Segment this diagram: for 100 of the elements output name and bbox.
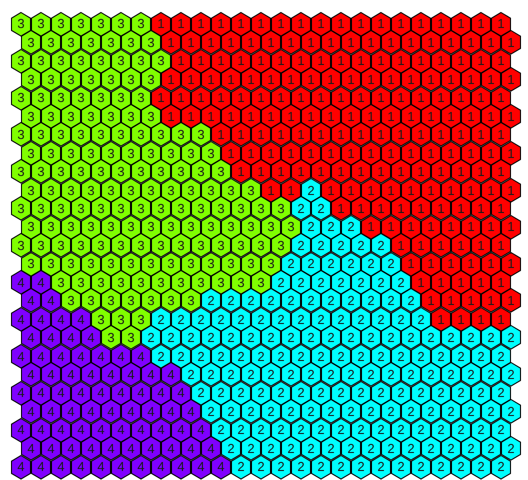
cell-number: 3 (67, 294, 75, 308)
cell-number: 1 (357, 202, 365, 215)
cell-number: 1 (367, 72, 375, 86)
cell-number: 1 (437, 312, 445, 326)
cell-number: 3 (47, 257, 55, 270)
cell-number: 1 (227, 72, 235, 86)
cell-number: 3 (197, 276, 205, 289)
cell-number: 4 (97, 460, 105, 474)
cell-number: 3 (47, 220, 55, 234)
cell-number: 2 (347, 294, 355, 308)
cell-number: 3 (147, 220, 155, 234)
cell-number: 2 (387, 368, 395, 382)
cell-number: 2 (367, 331, 375, 344)
cell-number: 2 (287, 331, 295, 344)
cell-number: 1 (507, 110, 515, 123)
cell-number: 1 (337, 202, 345, 215)
cell-number: 1 (387, 36, 395, 49)
cell-number: 3 (87, 294, 95, 308)
cell-number: 2 (237, 312, 245, 326)
cell-number: 2 (427, 368, 435, 382)
cell-number: 2 (387, 257, 395, 270)
cell-number: 2 (467, 331, 475, 344)
cell-number: 4 (17, 350, 25, 363)
cell-number: 1 (357, 54, 365, 68)
cell-number: 1 (257, 165, 265, 178)
cell-number: 3 (137, 312, 145, 326)
cell-number: 2 (407, 404, 415, 418)
cell-number: 2 (257, 350, 265, 363)
cell-number: 2 (217, 423, 225, 436)
cell-number: 2 (297, 202, 305, 215)
cell-number: 4 (67, 368, 75, 382)
cell-number: 2 (207, 331, 215, 344)
cell-number: 1 (497, 312, 505, 326)
cell-number: 4 (17, 423, 25, 436)
cell-number: 3 (17, 238, 25, 252)
cell-number: 3 (127, 146, 135, 160)
cell-number: 1 (217, 91, 225, 104)
cell-number: 2 (307, 368, 315, 382)
cell-number: 2 (227, 404, 235, 418)
cell-number: 4 (187, 404, 195, 418)
cell-number: 1 (297, 54, 305, 68)
cell-number: 2 (347, 257, 355, 270)
cell-number: 1 (477, 276, 485, 289)
cell-number: 3 (77, 128, 85, 142)
cell-number: 3 (67, 36, 75, 49)
cell-number: 2 (337, 312, 345, 326)
cell-number: 1 (417, 238, 425, 252)
cell-number: 1 (287, 146, 295, 160)
cell-number: 1 (417, 128, 425, 142)
cell-number: 2 (317, 312, 325, 326)
cell-number: 1 (297, 128, 305, 142)
cell-number: 3 (137, 276, 145, 289)
cell-number: 1 (507, 146, 515, 160)
cell-number: 2 (297, 350, 305, 363)
cell-number: 2 (317, 423, 325, 436)
cell-number: 1 (437, 91, 445, 104)
cell-number: 3 (237, 238, 245, 252)
cell-number: 2 (227, 442, 235, 455)
cell-number: 3 (107, 220, 115, 234)
cell-number: 4 (37, 312, 45, 326)
cell-number: 3 (247, 257, 255, 270)
cell-number: 3 (157, 238, 165, 252)
cell-number: 1 (397, 91, 405, 104)
cell-number: 2 (497, 386, 505, 400)
cell-number: 3 (117, 238, 125, 252)
cell-number: 2 (287, 442, 295, 455)
cell-number: 2 (487, 404, 495, 418)
cell-number: 1 (267, 146, 275, 160)
cell-number: 1 (447, 184, 455, 197)
cell-number: 3 (127, 184, 135, 197)
cell-number: 3 (147, 294, 155, 308)
cell-number: 2 (147, 331, 155, 344)
cell-number: 1 (267, 72, 275, 86)
cell-number: 2 (327, 442, 335, 455)
cell-number: 3 (217, 276, 225, 289)
cell-number: 2 (197, 312, 205, 326)
cell-number: 2 (397, 460, 405, 474)
cell-number: 3 (267, 220, 275, 234)
cell-number: 4 (167, 442, 175, 455)
cell-number: 1 (167, 36, 175, 49)
cell-number: 1 (437, 202, 445, 215)
cell-number: 4 (137, 460, 145, 474)
cell-number: 4 (117, 386, 125, 400)
cell-number: 1 (317, 54, 325, 68)
cell-number: 2 (357, 423, 365, 436)
cell-number: 2 (277, 276, 285, 289)
cell-number: 1 (417, 202, 425, 215)
cell-number: 3 (17, 17, 25, 30)
cell-number: 2 (367, 257, 375, 270)
cell-number: 3 (167, 294, 175, 308)
cell-number: 2 (477, 350, 485, 363)
cell-number: 3 (227, 220, 235, 234)
cell-number: 2 (357, 276, 365, 289)
cell-number: 2 (267, 442, 275, 455)
cell-number: 1 (497, 238, 505, 252)
cell-number: 4 (57, 423, 65, 436)
cell-number: 2 (497, 350, 505, 363)
cell-number: 3 (217, 165, 225, 178)
cell-number: 2 (247, 442, 255, 455)
cell-number: 2 (387, 331, 395, 344)
